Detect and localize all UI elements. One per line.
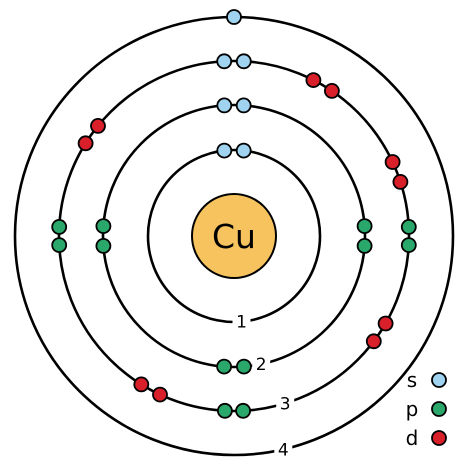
electron-s-shell-3-1 [216,53,233,70]
electron-d-shell-3-9 [305,72,322,88]
shell-2-ring [101,103,367,369]
shell-label-layer: 1 23 4 [232,310,295,461]
electron-d-shell-3-11 [384,154,401,170]
legend-label-s: s [407,368,417,392]
electron-s-shell-2-1 [216,97,233,114]
electron-p-shell-3-7 [216,402,233,419]
electron-d-shell-3-16 [365,333,382,350]
shell-2-label: 2 [256,355,267,375]
electron-p-shell-2-6 [356,237,373,254]
nucleus-circle [191,193,277,279]
electron-d-shell-3-10 [323,83,340,99]
electron-s-shell-1-1 [216,142,233,159]
shell-3-ring [57,59,411,413]
electron-d-shell-3-13 [152,386,168,403]
legend-label-p: p [406,397,419,421]
shell-4-label-bg [274,438,293,461]
shell-1-label-bg [232,310,251,333]
legend-label-d: d [406,426,419,450]
shell-2-label-bg [252,353,271,376]
electron-s-shell-4-1 [226,9,242,25]
electron-p-shell-3-8 [235,402,252,419]
orbital-legend: spd [406,368,447,450]
electron-s-shell-3-2 [235,53,252,70]
electron-p-shell-2-8 [235,358,252,375]
legend-swatch-d [431,430,447,446]
shell-3-label: 3 [280,394,291,414]
shell-1-label: 1 [236,313,247,333]
electron-p-shell-2-4 [95,218,112,235]
electron-d-shell-3-15 [377,315,394,332]
shell-4-label: 4 [278,440,289,460]
electron-s-shell-2-2 [235,97,252,114]
legend-swatch-s [431,372,447,388]
electron-p-shell-3-3 [51,237,68,254]
electron-p-shell-3-5 [400,218,417,235]
nucleus: Cu [191,193,277,279]
electron-d-shell-3-18 [90,118,106,134]
element-symbol: Cu [212,217,256,256]
electron-p-shell-3-4 [51,218,68,235]
shell-3-label-bg [276,392,295,415]
electron-p-shell-2-5 [356,218,373,235]
electron-layer [51,9,417,419]
electron-s-shell-1-2 [235,142,252,159]
electron-p-shell-2-3 [95,237,112,254]
electron-d-shell-3-12 [392,173,409,190]
electron-p-shell-3-6 [400,237,417,254]
electron-p-shell-2-7 [216,358,233,375]
legend-swatch-p [431,401,447,417]
electron-d-shell-3-14 [133,376,150,393]
electron-d-shell-3-17 [77,135,94,152]
